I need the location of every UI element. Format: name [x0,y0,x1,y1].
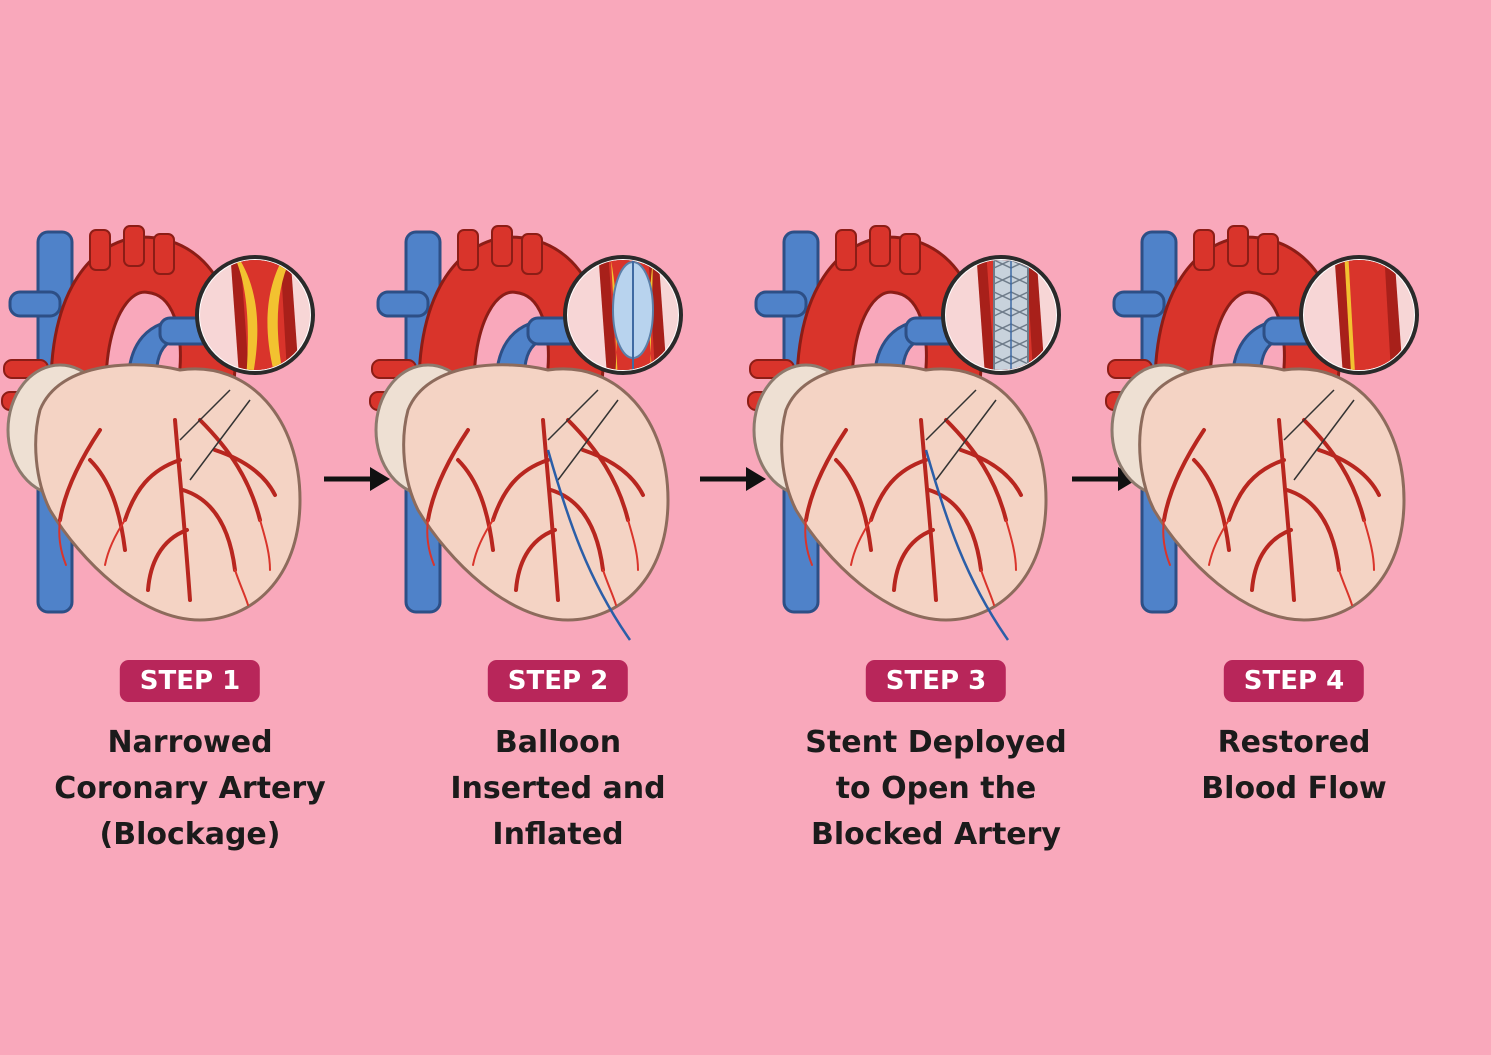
artery-magnifier-icon [1299,255,1419,375]
artery-magnifier-icon [941,255,1061,375]
step-4-panel: STEP 4 Restored Blood Flow [1104,220,1484,860]
catheter-wire [546,449,632,641]
heart-illustration-icon [747,225,1061,641]
step-description-line: Coronary Artery [54,771,326,806]
step-description-line: Blood Flow [1201,771,1387,806]
heart-illustration-icon [1105,225,1419,622]
step-2-panel: STEP 2 Balloon Inserted and Inflated [368,220,748,860]
step-description: Restored Blood Flow [1104,720,1484,812]
step-description-line: Narrowed [107,725,273,760]
step-description-line: (Blockage) [99,817,281,852]
step-badge: STEP 1 [119,660,261,702]
step-description: Narrowed Coronary Artery (Blockage) [0,720,380,858]
step-description: Stent Deployed to Open the Blocked Arter… [746,720,1126,858]
step-description-line: Stent Deployed [805,725,1067,760]
step-description-line: Inserted and [450,771,666,806]
artery-magnifier-icon [195,255,315,375]
right-arrow-icon [700,467,766,491]
step-badge: STEP 3 [865,660,1007,702]
step-description-line: Blocked Artery [810,817,1061,852]
step-1-panel: STEP 1 Narrowed Coronary Artery (Blockag… [0,220,380,860]
right-arrow-icon [324,467,390,491]
step-badge: STEP 2 [487,660,629,702]
step-description-line: Inflated [492,817,624,852]
heart-illustration-icon [369,225,683,641]
step-description-line: Balloon [494,725,622,760]
catheter-wire [924,449,1010,641]
heart-illustration-icon [1,225,315,622]
step-description: Balloon Inserted and Inflated [368,720,748,858]
step-badge: STEP 4 [1223,660,1365,702]
artery-magnifier-icon [563,255,683,375]
step-3-panel: STEP 3 Stent Deployed to Open the Blocke… [746,220,1126,860]
step-description-line: Restored [1217,725,1371,760]
step-description-line: to Open the [835,771,1037,806]
